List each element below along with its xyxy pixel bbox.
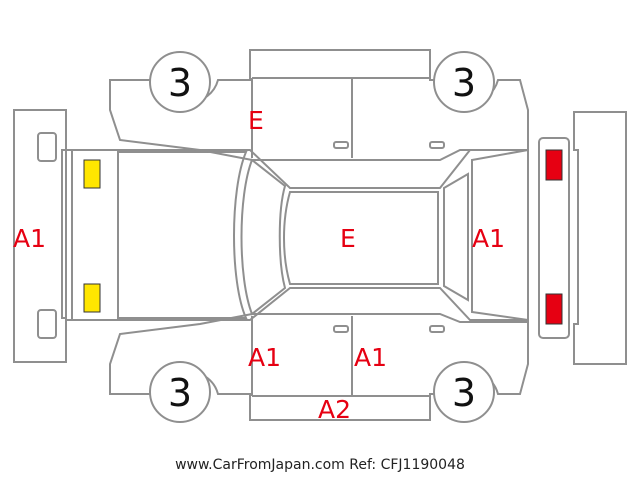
mark-left-front-door: A1 bbox=[248, 343, 281, 372]
headlamp-left bbox=[83, 159, 101, 189]
tire-rear-right: 3 bbox=[433, 361, 495, 423]
tire-rear-right-mark: 3 bbox=[452, 371, 476, 415]
footer-credit: www.CarFromJapan.com Ref: CFJ1190048 bbox=[175, 457, 465, 473]
headlamp-right bbox=[83, 283, 101, 313]
mark-left-rear-door: A1 bbox=[354, 343, 387, 372]
mark-rear-bumper: A1 bbox=[472, 224, 505, 253]
mark-front-bumper: A1 bbox=[13, 224, 46, 253]
tire-front-right: 3 bbox=[149, 361, 211, 423]
tire-front-right-mark: 3 bbox=[168, 371, 192, 415]
tire-front-left: 3 bbox=[149, 51, 211, 113]
taillamp-right bbox=[545, 293, 563, 325]
taillamp-left bbox=[545, 149, 563, 181]
tire-rear-left: 3 bbox=[433, 51, 495, 113]
front-bumper bbox=[13, 109, 67, 363]
mark-left-rocker: A2 bbox=[318, 395, 351, 424]
mark-roof: E bbox=[340, 224, 356, 253]
tire-rear-left-mark: 3 bbox=[452, 61, 476, 105]
rear-bumper bbox=[538, 111, 627, 365]
car-body-top bbox=[65, 148, 529, 322]
mark-hood: E bbox=[248, 106, 264, 135]
tire-front-left-mark: 3 bbox=[168, 61, 192, 105]
